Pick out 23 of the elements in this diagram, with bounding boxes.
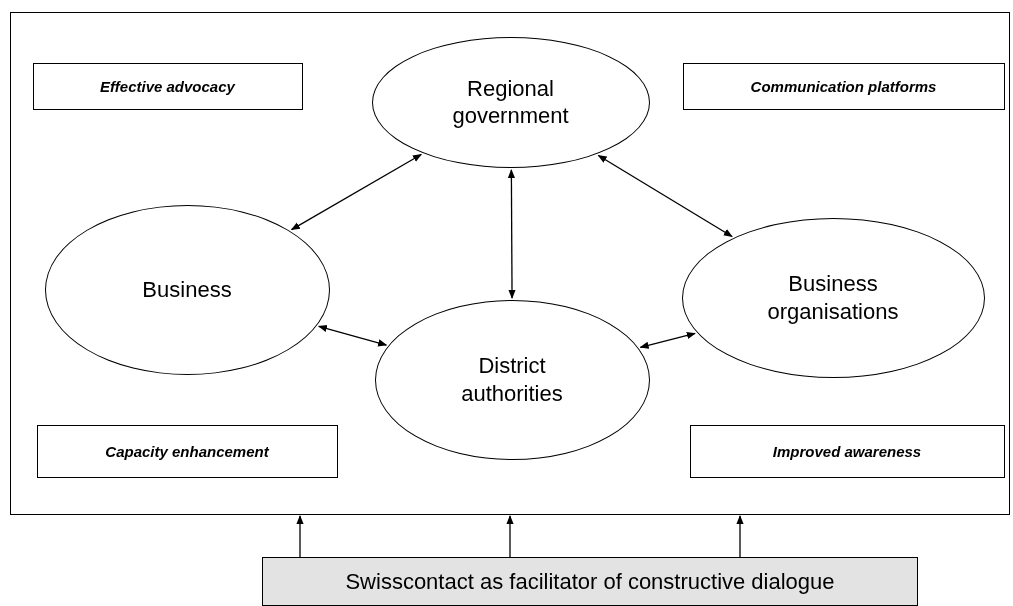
arrow (639, 331, 696, 349)
label-box (689, 424, 1005, 478)
node-label: District authorities (460, 352, 564, 407)
box-label: Communication platforms (750, 77, 937, 95)
box-label: Effective advocacy (100, 77, 235, 95)
arrow (507, 169, 516, 299)
label-box (36, 424, 338, 478)
arrow (506, 515, 514, 558)
node-label: Regional government (451, 74, 570, 130)
arrow (290, 153, 422, 231)
arrow (296, 515, 304, 558)
arrow (736, 515, 744, 558)
arrow (597, 154, 733, 238)
arrow (317, 325, 388, 347)
box-label: Improved awareness (772, 442, 922, 460)
box-label: Capacity enhancement (105, 442, 269, 460)
node-label: Swisscontact as facilitator of constructive dialogue (345, 568, 835, 595)
facilitator-box (262, 557, 918, 606)
node-label: Business organisations (766, 270, 900, 325)
label-box (682, 62, 1005, 110)
frame-box (10, 12, 1010, 515)
label-box (32, 62, 303, 110)
node-label: Business (142, 275, 232, 304)
